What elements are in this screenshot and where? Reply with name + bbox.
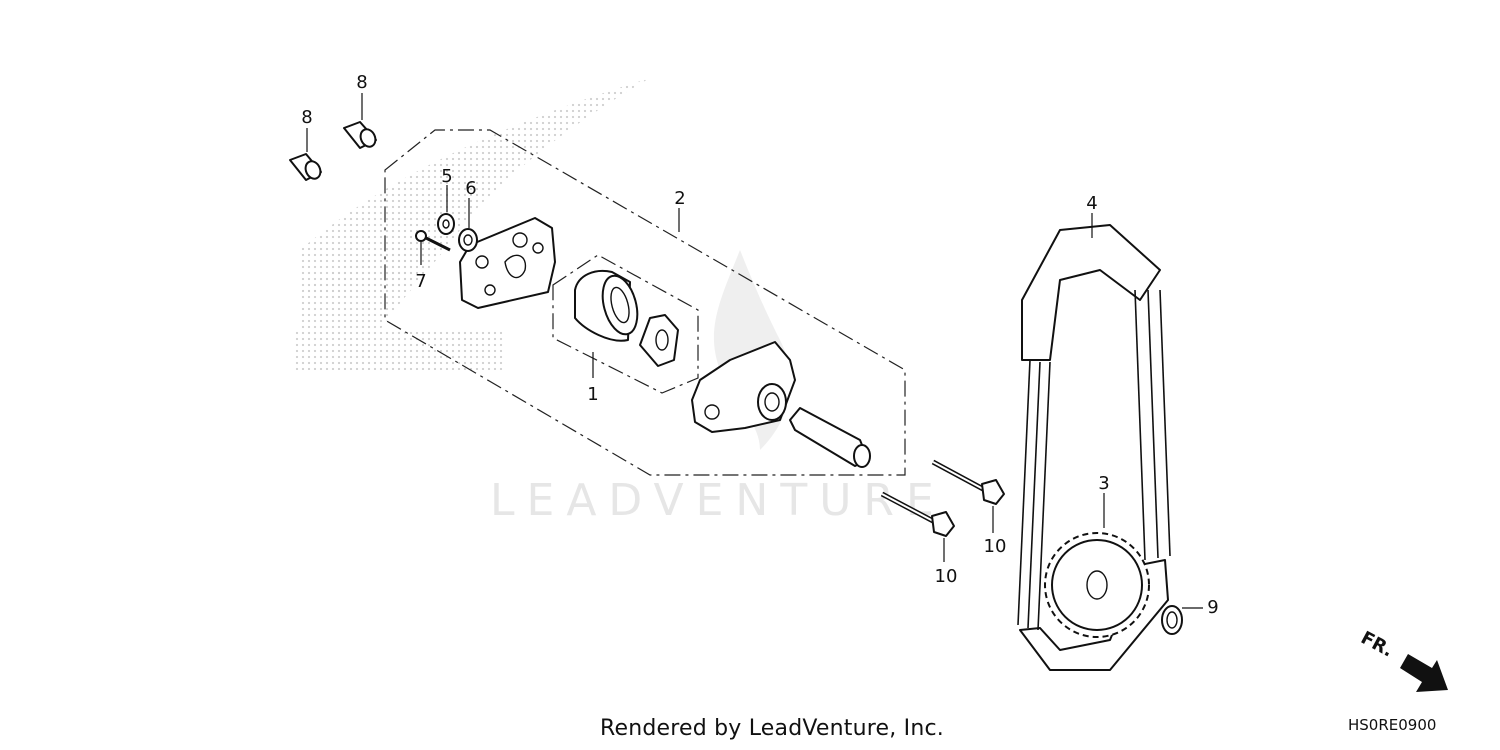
callout-6: 6 [465, 178, 476, 199]
outer-rotor [574, 270, 639, 342]
callout-8-lower: 8 [301, 107, 312, 128]
callout-2: 2 [674, 188, 685, 209]
circlip-9 [1161, 605, 1183, 635]
callout-1: 1 [587, 384, 598, 405]
washer-5 [437, 213, 455, 235]
callout-10-right: 10 [984, 536, 1007, 557]
o-ring-6 [458, 228, 478, 252]
pump-body [691, 341, 796, 433]
dowel-pin-upper [343, 121, 377, 149]
direction-label: FR. [1357, 627, 1396, 661]
front-arrow-icon [1400, 654, 1448, 692]
brand-logo-watermark [295, 78, 650, 370]
pump-shaft [789, 407, 871, 468]
watermark-text: LEADVENTURE [490, 475, 946, 526]
oil-pump-assembly-outline [384, 129, 906, 476]
callout-3: 3 [1098, 473, 1109, 494]
rotor-set-outline [552, 254, 699, 394]
diagram-code: HS0RE0900 [1348, 716, 1437, 734]
footer-credit: Rendered by LeadVenture, Inc. [600, 716, 944, 741]
dowel-pin-lower [289, 153, 322, 181]
drive-sprocket [1044, 532, 1150, 638]
callout-5: 5 [441, 166, 452, 187]
front-direction-indicator: FR. [1357, 627, 1448, 692]
inner-rotor [639, 314, 679, 367]
leader-lines [306, 93, 1203, 609]
pump-cover-plate [459, 217, 556, 309]
callout-9: 9 [1207, 597, 1218, 618]
callout-4: 4 [1086, 193, 1097, 214]
screw-7 [415, 230, 451, 252]
flange-bolt-upper [931, 459, 1005, 505]
callout-7: 7 [415, 271, 426, 292]
callout-10-left: 10 [935, 566, 958, 587]
flange-bolt-lower [880, 491, 955, 537]
callout-8-upper: 8 [356, 72, 367, 93]
